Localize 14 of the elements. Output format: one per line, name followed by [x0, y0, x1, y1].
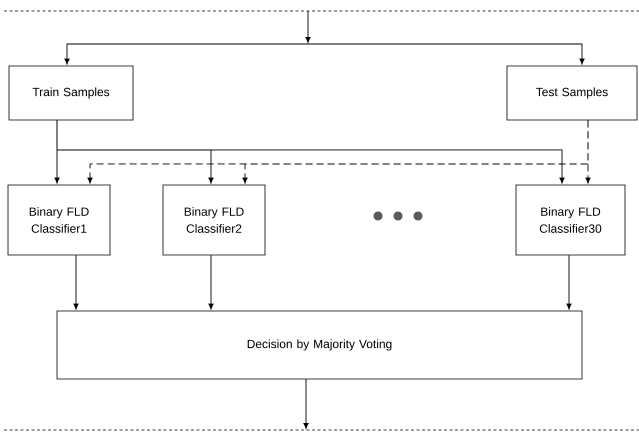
- sample-box: Test Samples: [506, 66, 638, 120]
- arrow: [305, 10, 311, 43]
- decision-box: Decision by Majority Voting: [56, 310, 582, 380]
- arrow: [303, 378, 309, 429]
- arrow: [585, 120, 591, 184]
- classifier-box: Binary FLD Classifier30: [516, 184, 626, 256]
- arrow: [566, 254, 572, 310]
- arrow: [73, 254, 79, 310]
- sample-box: Train Samples: [8, 66, 134, 120]
- arrow: [64, 44, 308, 64]
- arrow: [308, 44, 585, 64]
- classifier-box: Binary FLD Classifier1: [8, 184, 110, 256]
- arrow: [208, 254, 214, 310]
- classifier-box: Binary FLD Classifier2: [162, 184, 266, 256]
